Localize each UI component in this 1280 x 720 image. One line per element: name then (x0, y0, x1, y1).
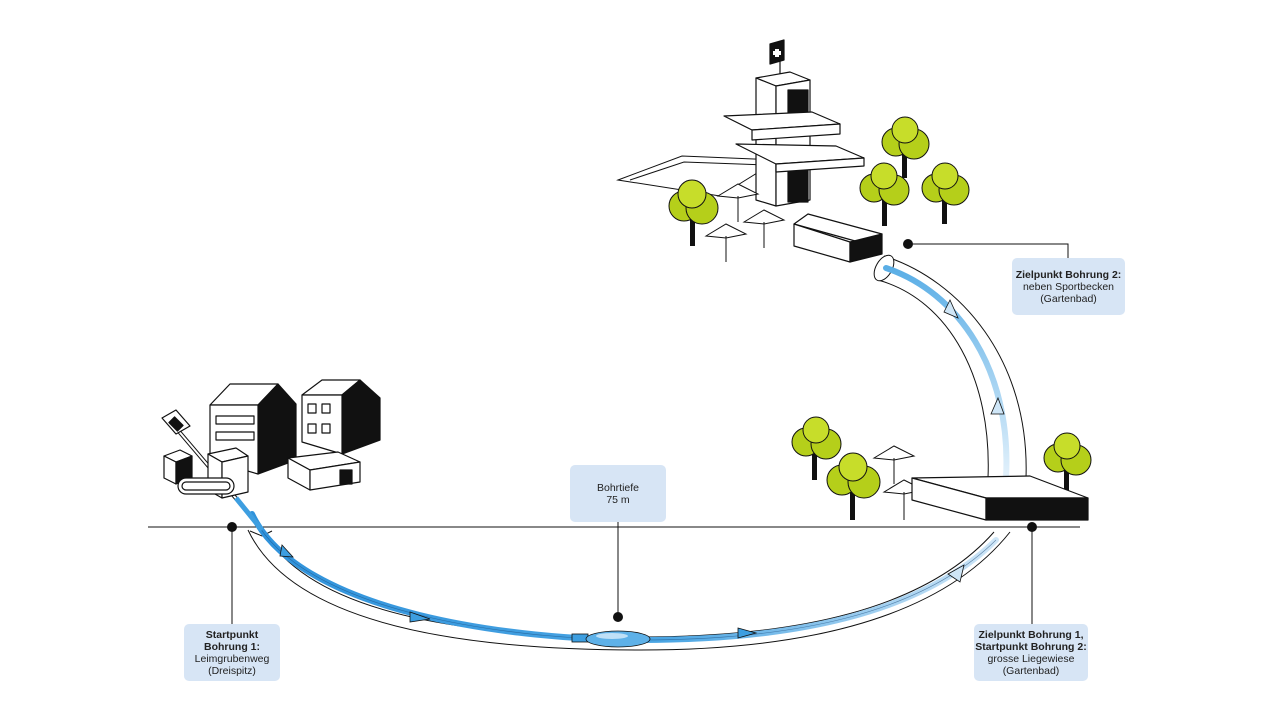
flow-arrows-bore-1 (279, 544, 965, 639)
start-point-title-2: Bohrung 1: (204, 640, 260, 653)
start-point-line-1: Leimgrubenweg (194, 652, 270, 665)
umbrellas-upper (704, 183, 786, 262)
flow-arrows-bore-2 (943, 299, 1005, 415)
target-point-line-1: neben Sportbecken (1022, 280, 1115, 293)
building-upper (793, 213, 883, 263)
start-point-label: Startpunkt Bohrung 1: Leimgrubenweg (Dre… (184, 624, 280, 681)
depth-label-line-2: 75 m (606, 493, 630, 506)
start-point-line-2: (Dreispitz) (208, 664, 256, 677)
tree-icon (881, 116, 930, 178)
target-point-title: Zielpunkt Bohrung 2: (1015, 268, 1122, 281)
mid-point-line-1: grosse Liegewiese (987, 652, 1075, 665)
tree-icon (668, 179, 719, 246)
drilling-rig-icon (161, 409, 249, 499)
depth-marker-dot (613, 612, 623, 622)
trees (668, 116, 1092, 520)
pool-lower (911, 475, 1089, 521)
tree-icon (1043, 432, 1092, 492)
bore-1-pipe (249, 511, 999, 644)
tree-icon (921, 162, 970, 224)
depth-label: Bohrtiefe 75 m (570, 465, 666, 522)
mid-point-line-2: (Gartenbad) (1002, 664, 1060, 677)
start-point-title-1: Startpunkt (205, 628, 259, 641)
tree-icon (826, 452, 881, 520)
depth-label-line-1: Bohrtiefe (596, 481, 640, 494)
reamer-head-icon (571, 630, 651, 648)
diving-tower-icon (723, 39, 865, 207)
mid-point-title-1: Zielpunkt Bohrung 1, (978, 628, 1084, 641)
tree-icon (859, 162, 910, 226)
tree-icon (791, 416, 842, 480)
target-point-label: Zielpunkt Bohrung 2: neben Sportbecken (… (1012, 258, 1125, 315)
mid-point-label: Zielpunkt Bohrung 1, Startpunkt Bohrung … (974, 624, 1088, 681)
mid-point-title-2: Startpunkt Bohrung 2: (975, 640, 1087, 653)
bore-2-tunnel (873, 254, 1027, 479)
target-point-line-2: (Gartenbad) (1040, 292, 1097, 305)
target-point-leader (908, 243, 1069, 258)
bore-2-pipe (883, 265, 1010, 481)
